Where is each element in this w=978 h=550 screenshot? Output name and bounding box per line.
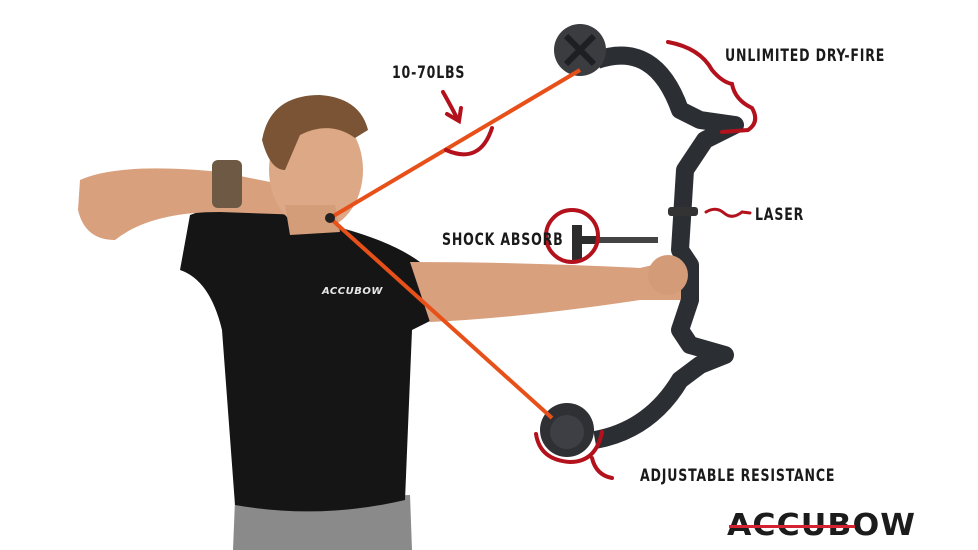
stabilizer-rod xyxy=(596,237,658,243)
resistance-arc-mark xyxy=(534,430,614,480)
bow-arm xyxy=(410,262,690,322)
shock-absorb-circle-mark xyxy=(544,208,600,264)
dry-fire-outline-mark xyxy=(666,40,758,134)
bow-hand xyxy=(648,255,688,295)
drawing-arm xyxy=(78,168,305,240)
arrow-to-string-icon xyxy=(441,90,463,125)
shirt-logo: ACCUBOW xyxy=(322,286,383,297)
bottom-cam-dial xyxy=(550,415,584,449)
string-nock xyxy=(325,213,335,223)
string-arc-mark xyxy=(444,126,494,157)
logo-red-line xyxy=(729,525,855,528)
shock-absorber xyxy=(572,225,598,262)
bow-string-top xyxy=(328,68,582,220)
label-shock-absorb: SHOCK ABSORB xyxy=(442,230,564,250)
laser-device xyxy=(668,207,698,216)
label-draw-weight: 10-70LBS xyxy=(392,63,466,83)
wrist-guard xyxy=(212,160,242,208)
label-adjustable-resistance: ADJUSTABLE RESISTANCE xyxy=(640,466,836,486)
top-cam-cross xyxy=(563,33,597,67)
black-shirt xyxy=(180,206,432,512)
accubow-logo: ACCUBOW xyxy=(727,508,915,544)
neck xyxy=(285,205,340,235)
bow-riser xyxy=(593,46,744,449)
label-laser: LASER xyxy=(755,205,805,225)
label-unlimited-dry-fire: UNLIMITED DRY-FIRE xyxy=(725,46,886,66)
laser-squiggle-mark xyxy=(704,207,752,218)
hair xyxy=(262,95,368,170)
bow-string-bottom xyxy=(328,216,554,420)
